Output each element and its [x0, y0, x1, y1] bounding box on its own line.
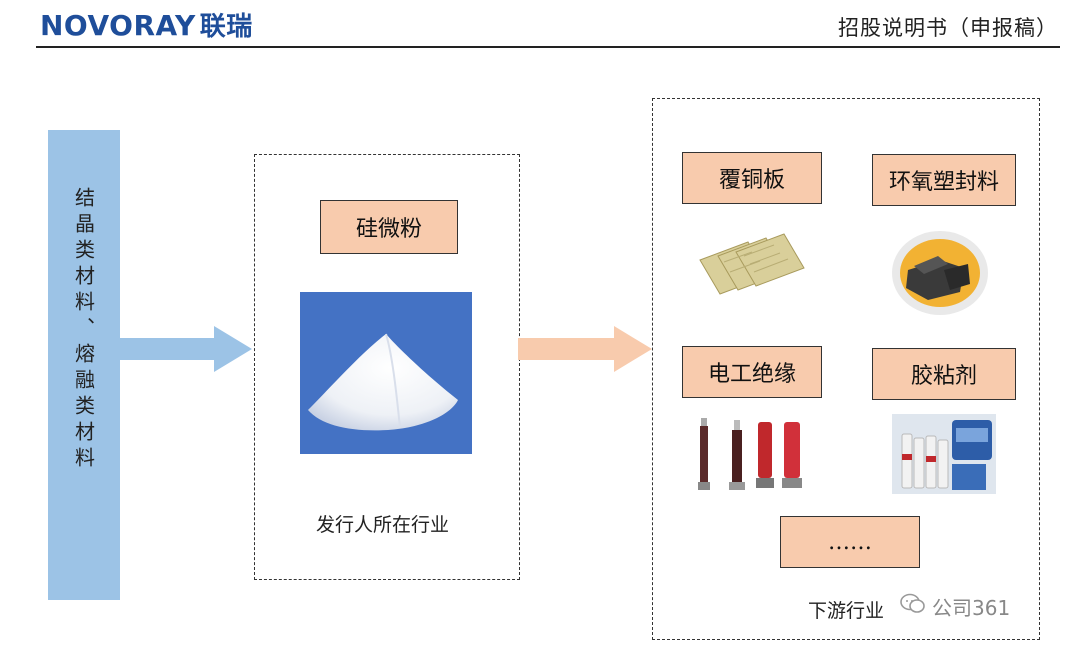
watermark-text: 公司361: [932, 596, 1011, 620]
wechat-icon: [900, 593, 926, 620]
downstream-item-ccl: 覆铜板: [682, 152, 822, 204]
arrow-upstream-to-issuer: [118, 326, 252, 372]
arrow-issuer-to-downstream: [518, 326, 652, 372]
downstream-item-electrical-insulation: 电工绝缘: [682, 346, 822, 398]
logo-text-en: NOVORAY: [40, 9, 196, 42]
issuer-industry-caption: 发行人所在行业: [316, 514, 450, 536]
logo-text-cn: 联瑞: [199, 12, 253, 42]
document-title: 招股说明书（申报稿）: [838, 16, 1058, 40]
downstream-item-adhesive: 胶粘剂: [872, 348, 1016, 400]
issuer-industry-box: [254, 154, 520, 580]
header-divider: [36, 46, 1060, 48]
upstream-materials-label: 结晶类材料、熔融类材料: [71, 187, 96, 473]
downstream-item-more: ……: [780, 516, 920, 568]
adhesive-products-image: [892, 414, 996, 494]
epoxy-molding-compound-image: [892, 231, 988, 315]
downstream-industry-box: [652, 98, 1040, 640]
copper-clad-laminate-image: [699, 233, 805, 295]
downstream-item-emc: 环氧塑封料: [872, 154, 1016, 206]
silica-powder-label: 硅微粉: [320, 200, 458, 254]
silica-powder-image: [300, 292, 472, 454]
upstream-materials-bar: 结晶类材料、熔融类材料: [48, 130, 120, 600]
watermark: 公司361: [900, 592, 1010, 621]
electrical-insulators-image: [698, 418, 802, 490]
downstream-industry-caption: 下游行业: [808, 600, 885, 622]
